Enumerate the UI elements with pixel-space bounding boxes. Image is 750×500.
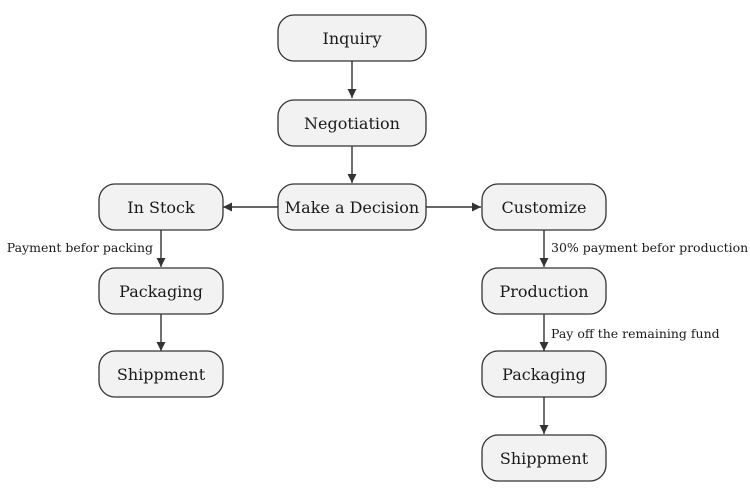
node-shippment-right: Shippment	[481, 434, 607, 482]
edge-label-pay-off-remaining: Pay off the remaining fund	[551, 326, 720, 341]
node-inquiry: Inquiry	[277, 14, 427, 62]
node-customize: Customize	[481, 183, 607, 231]
edges	[156, 61, 549, 434]
node-production: Production	[481, 267, 607, 315]
node-shippment-left: Shippment	[98, 350, 224, 398]
edge-labels: Payment befor packing 30% payment befor …	[7, 240, 748, 341]
node-in-stock-label: In Stock	[127, 198, 195, 217]
node-packaging-left: Packaging	[98, 267, 224, 315]
node-packaging-left-label: Packaging	[119, 282, 203, 301]
node-inquiry-label: Inquiry	[323, 29, 382, 48]
node-negotiation: Negotiation	[277, 99, 427, 147]
node-in-stock: In Stock	[98, 183, 224, 231]
node-packaging-right-label: Packaging	[502, 365, 586, 384]
edge-label-payment-befor-packing: Payment befor packing	[7, 240, 153, 255]
edge-label-30-percent-payment: 30% payment befor production	[551, 240, 748, 255]
node-packaging-right: Packaging	[481, 350, 607, 398]
node-make-a-decision: Make a Decision	[277, 183, 427, 231]
node-shippment-right-label: Shippment	[500, 449, 589, 468]
node-negotiation-label: Negotiation	[304, 114, 400, 133]
node-make-a-decision-label: Make a Decision	[285, 198, 419, 217]
node-shippment-left-label: Shippment	[117, 365, 206, 384]
node-production-label: Production	[499, 282, 588, 301]
node-customize-label: Customize	[501, 198, 586, 217]
